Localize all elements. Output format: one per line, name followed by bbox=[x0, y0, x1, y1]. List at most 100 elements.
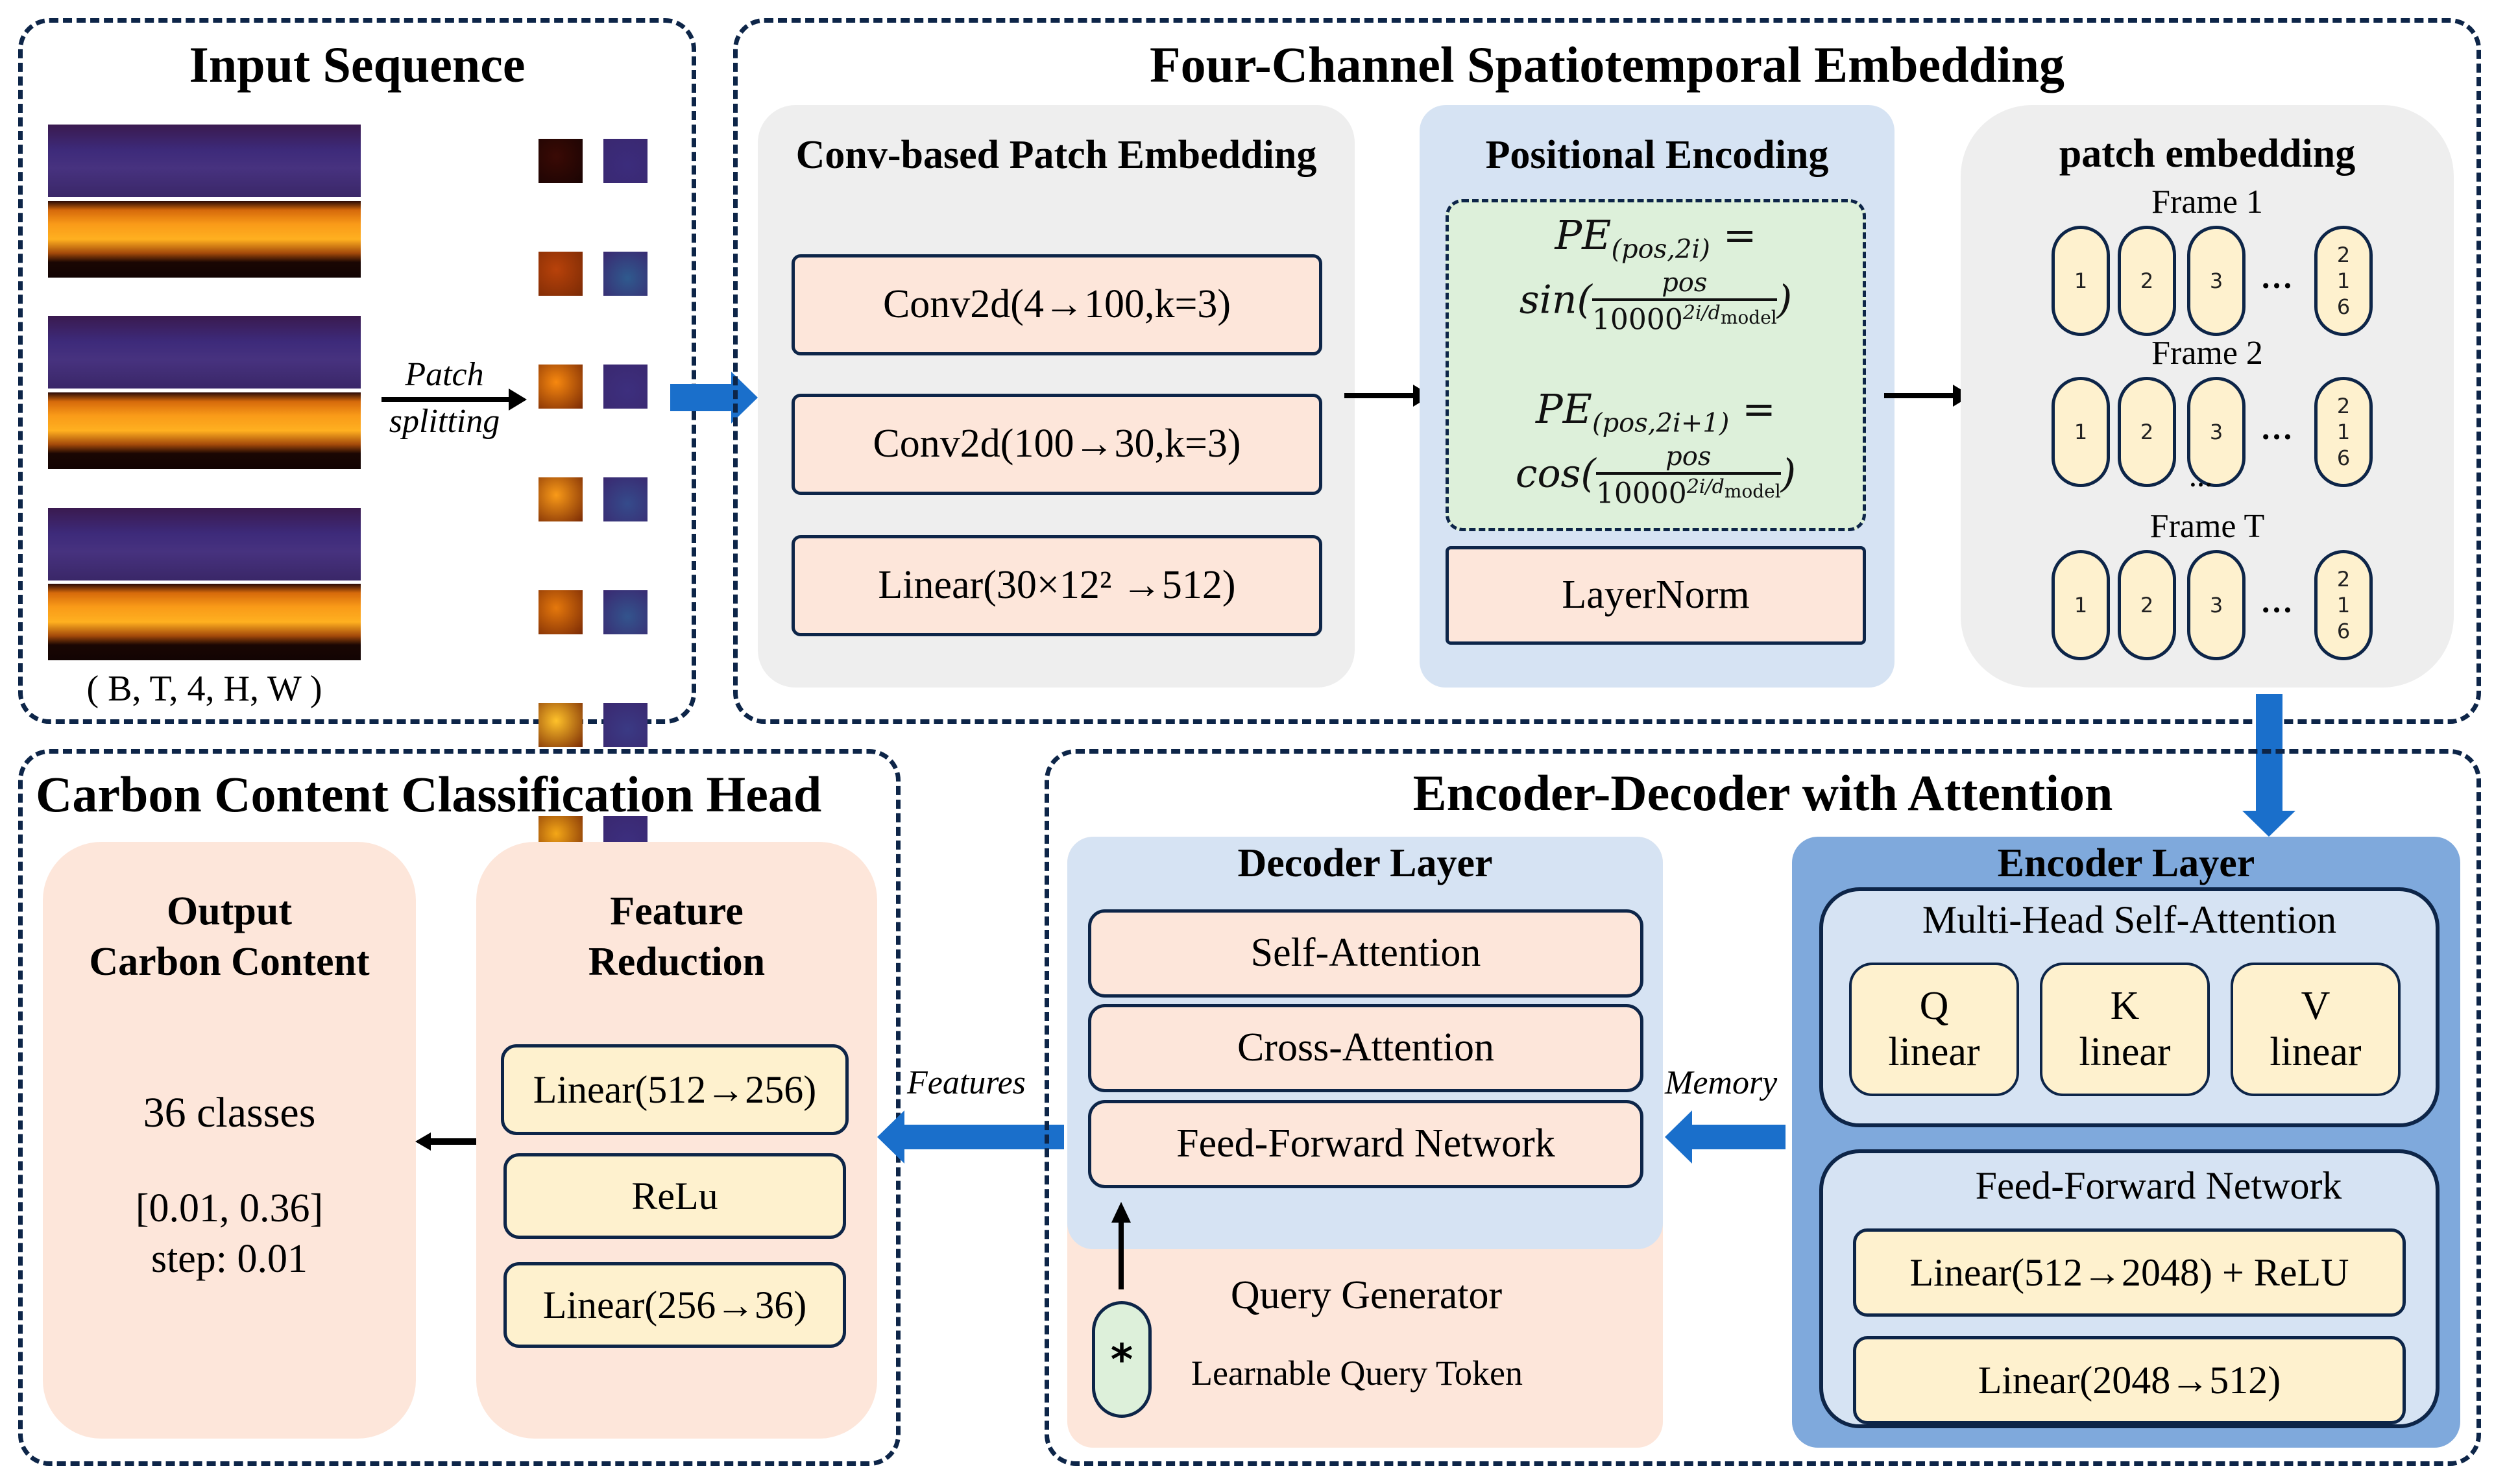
exponent-subscript: model bbox=[1724, 481, 1781, 502]
denominator-exponent: 2i/d bbox=[1682, 302, 1721, 324]
splitting-label: splitting bbox=[389, 403, 500, 440]
asterisk-icon: * bbox=[1110, 1334, 1133, 1385]
head-label: linear bbox=[1888, 1030, 1980, 1074]
equals-sign: = bbox=[1742, 385, 1776, 433]
decoder-self-attention: Self-Attention bbox=[1088, 909, 1643, 998]
decoder-cross-attention: Cross-Attention bbox=[1088, 1004, 1643, 1092]
reduction-linear-2: Linear(256→36) bbox=[503, 1262, 846, 1348]
denominator-exponent: 2i/d bbox=[1686, 475, 1725, 498]
patch-splitting-arrow bbox=[381, 389, 527, 411]
numerator: pos bbox=[1595, 444, 1781, 475]
encoder-decoder-panel: Encoder-Decoder with Attention bbox=[1045, 749, 2481, 1466]
denominator: 100002i/dmodel bbox=[1596, 475, 1781, 510]
reduction-linear-1: Linear(512→256) bbox=[501, 1044, 849, 1135]
numerator: pos bbox=[1592, 270, 1777, 301]
thermal-patch bbox=[603, 590, 648, 634]
thermal-frame-2 bbox=[48, 316, 361, 389]
output-title-line1: Output bbox=[167, 889, 292, 933]
flame-patch bbox=[539, 590, 583, 634]
decoder-feed-forward: Feed-Forward Network bbox=[1088, 1100, 1643, 1188]
pe-subscript: (pos,2i+1) bbox=[1592, 408, 1730, 438]
frame-label: Frame T bbox=[2149, 508, 2265, 545]
exponent-subscript: model bbox=[1720, 307, 1777, 328]
features-label: Features bbox=[907, 1064, 1026, 1101]
encoder-ffn-linear-2: Linear(2048→512) bbox=[1853, 1336, 2406, 1424]
pe-subscript: (pos,2i) bbox=[1611, 234, 1710, 265]
frame-label: Frame 2 bbox=[2151, 335, 2263, 372]
classification-head-title: Carbon Content Classification Head bbox=[36, 766, 822, 822]
input-shape-label: ( B, T, 4, H, W ) bbox=[86, 669, 322, 709]
pe-cos-formula-lhs: PE(pos,2i+1) = bbox=[1449, 385, 1863, 438]
denominator-base: 10000 bbox=[1592, 303, 1683, 337]
thermal-frame-1 bbox=[48, 125, 361, 197]
thermal-patch bbox=[603, 139, 648, 183]
encoder-decoder-title: Encoder-Decoder with Attention bbox=[1412, 765, 2113, 821]
token-ellipsis: … bbox=[2260, 259, 2293, 295]
decoder-layer-title: Decoder Layer bbox=[1237, 841, 1493, 885]
flow-arrow-memory bbox=[1665, 1110, 1786, 1164]
decoder-layer-block: Decoder Layer Self-Attention Cross-Atten… bbox=[1067, 837, 1663, 1249]
head-letter: V bbox=[2301, 983, 2331, 1028]
frames-ellipsis: … bbox=[2189, 466, 2212, 492]
token-digit: 1 bbox=[2336, 269, 2351, 293]
memory-label: Memory bbox=[1665, 1064, 1778, 1101]
feature-reduction-block: Feature Reduction Linear(512→256) ReLu L… bbox=[476, 842, 877, 1439]
output-range: [0.01, 0.36] bbox=[135, 1186, 324, 1230]
flame-patch bbox=[539, 365, 583, 409]
output-carbon-content-block: Output Carbon Content 36 classes [0.01, … bbox=[43, 842, 416, 1439]
thermal-patch bbox=[603, 703, 648, 747]
feature-reduction-title-line2: Reduction bbox=[588, 940, 766, 984]
learnable-query-token-label: Learnable Query Token bbox=[1191, 1354, 1523, 1393]
patch-token: 3 bbox=[2187, 226, 2246, 336]
token-digit: 2 bbox=[2336, 243, 2351, 267]
conv-patch-embedding-block: Conv-based Patch Embedding Conv2d(4→100,… bbox=[758, 105, 1355, 688]
token-digit: 1 bbox=[2336, 593, 2351, 617]
encoder-ffn-linear-1: Linear(512→2048) + ReLU bbox=[1853, 1228, 2406, 1317]
head-label: linear bbox=[2270, 1030, 2362, 1074]
embedding-title: Four-Channel Spatiotemporal Embedding bbox=[1150, 36, 2064, 93]
arrow-pe-to-patch bbox=[1884, 385, 1971, 407]
thermal-patch bbox=[603, 365, 648, 409]
encoder-layer-title: Encoder Layer bbox=[1997, 841, 2255, 885]
input-sequence-panel: Input Sequence bbox=[18, 18, 696, 724]
flame-patch bbox=[539, 139, 583, 183]
flame-patch bbox=[539, 703, 583, 747]
sin-function: sin( bbox=[1519, 277, 1592, 323]
flow-arrow-to-encoder bbox=[2242, 694, 2295, 837]
encoder-ffn-block: Feed-Forward Network Linear(512→2048) + … bbox=[1819, 1149, 2440, 1428]
token-ellipsis: … bbox=[2260, 583, 2293, 619]
equals-sign: = bbox=[1723, 211, 1757, 259]
mhsa-title: Multi-Head Self-Attention bbox=[1922, 898, 2337, 941]
learnable-query-token: * bbox=[1092, 1301, 1152, 1418]
token-digit: 6 bbox=[2336, 294, 2351, 319]
token-digit: 2 bbox=[2336, 567, 2351, 592]
patch-embedding-title: patch embedding bbox=[2059, 132, 2356, 176]
token-digit: 6 bbox=[2336, 446, 2351, 470]
flame-frame-2 bbox=[48, 392, 361, 469]
output-title-line2: Carbon Content bbox=[89, 940, 370, 984]
feature-reduction-title-line1: Feature bbox=[610, 889, 744, 933]
token-digit: 1 bbox=[2336, 420, 2351, 444]
classification-head-panel: Carbon Content Classification Head bbox=[18, 749, 901, 1466]
flame-frame-3 bbox=[48, 584, 361, 660]
frame-label: Frame 1 bbox=[2151, 184, 2263, 221]
flame-patch bbox=[539, 252, 583, 296]
token-digit: 2 bbox=[2336, 394, 2351, 418]
thermal-frame-3 bbox=[48, 508, 361, 580]
conv-layer-1: Conv2d(4→100,k=3) bbox=[792, 254, 1322, 355]
embedding-panel: Four-Channel Spatiotemporal Embedding bbox=[733, 18, 2481, 724]
conv-patch-embedding-title: Conv-based Patch Embedding bbox=[795, 133, 1317, 177]
head-letter: Q bbox=[1919, 983, 1949, 1028]
patch-token: 1 bbox=[2052, 550, 2110, 660]
flame-frame-1 bbox=[48, 201, 361, 278]
